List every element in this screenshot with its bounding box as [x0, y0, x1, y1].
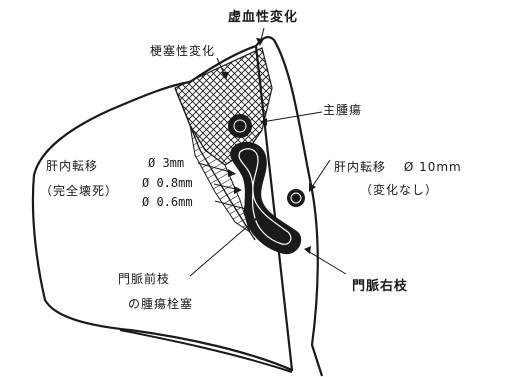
- label-portal-anterior-line1: 門脈前枝: [118, 272, 170, 286]
- label-liver-metastasis-left: 肝内転移: [46, 159, 98, 173]
- liver-lower-edge: [120, 330, 292, 372]
- main-tumor-core: [234, 120, 246, 132]
- label-main-tumor: 主腫瘍: [323, 103, 362, 117]
- label-no-change: （変化なし）: [360, 183, 438, 197]
- label-ischemic-change: 虚血性変化: [228, 11, 298, 25]
- label-liver-metastasis-right: 肝内転移 Ø 10mm: [334, 160, 462, 174]
- label-size-0-6mm: Ø 0.6mm: [142, 195, 193, 209]
- metastasis-10mm-core: [291, 193, 301, 203]
- label-portal-right-branch: 門脈右枝: [352, 280, 408, 294]
- label-portal-anterior-line2: の腫瘍栓塞: [128, 297, 193, 311]
- label-infarct-change: 梗塞性変化: [150, 44, 215, 58]
- label-size-0-8mm: Ø 0.8mm: [142, 176, 193, 190]
- label-complete-necrosis: （完全壊死）: [40, 184, 118, 198]
- label-size-3mm: Ø 3mm: [148, 156, 184, 170]
